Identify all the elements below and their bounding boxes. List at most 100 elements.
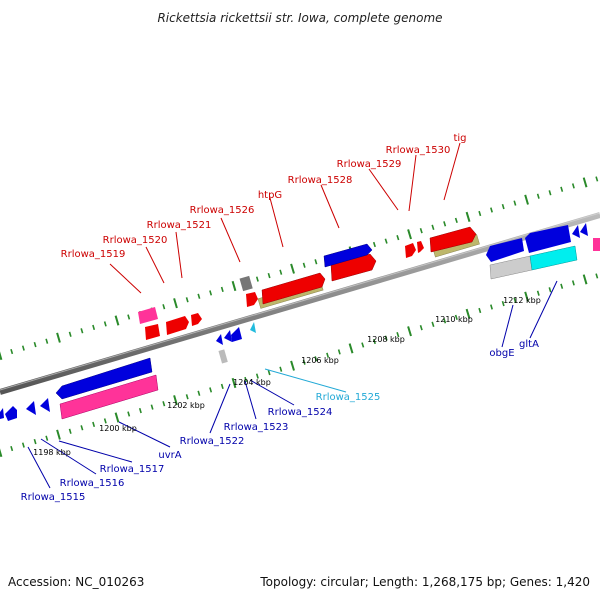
gene-label-Rrlowa_1525: Rrlowa_1525	[316, 392, 381, 403]
cds-tig	[429, 226, 477, 253]
minor-tick	[478, 210, 482, 217]
reverse-cds-lower	[0, 322, 256, 421]
minor-tick	[279, 269, 283, 275]
minor-tick	[501, 300, 505, 307]
minor-tick	[536, 290, 540, 296]
cds-blue-upper-1	[323, 243, 373, 268]
major-tick	[348, 343, 354, 354]
map-title: Rickettsia rickettsii str. Iowa, complet…	[157, 11, 442, 25]
gene-label-gltA: gltA	[519, 339, 539, 350]
gene-label-Rrlowa_1521: Rrlowa_1521	[147, 220, 212, 231]
cds-Rrlowa_1529	[405, 243, 416, 258]
major-tick	[465, 211, 471, 222]
minor-tick	[536, 193, 540, 199]
cds-Rrlowa_1522	[216, 334, 223, 345]
cds-Rrlowa_1524	[231, 327, 242, 342]
gene-label-Rrlowa_1524: Rrlowa_1524	[268, 407, 333, 418]
minor-tick	[501, 203, 505, 210]
major-tick	[0, 351, 3, 361]
minor-tick	[127, 411, 131, 417]
minor-tick	[302, 359, 306, 365]
minor-tick	[443, 318, 447, 324]
minor-tick	[80, 425, 84, 431]
minor-tick	[314, 356, 318, 362]
gene-label-Rrlowa_1522: Rrlowa_1522	[180, 436, 245, 447]
cds-Rrlowa_1523	[224, 330, 232, 342]
minor-tick	[80, 328, 84, 334]
major-tick	[465, 308, 471, 319]
minor-tick	[595, 176, 599, 182]
minor-tick	[185, 297, 189, 303]
minor-tick	[454, 314, 458, 321]
minor-tick	[45, 435, 49, 441]
scale-label-1198: 1198 kbp	[33, 448, 71, 457]
minor-tick	[548, 287, 552, 293]
minor-tick	[372, 241, 376, 248]
scale-label-1212: 1212 kbp	[503, 296, 541, 305]
minor-tick	[419, 228, 423, 234]
minor-tick	[33, 341, 37, 348]
minor-tick	[513, 200, 517, 206]
major-tick	[524, 194, 529, 205]
cds-blue-gltA-area	[525, 225, 571, 253]
minor-tick	[396, 331, 400, 338]
major-tick	[173, 395, 178, 406]
minor-tick	[162, 304, 166, 310]
minor-tick	[302, 262, 306, 268]
gene-label-uvrA: uvrA	[158, 450, 181, 461]
minor-tick	[267, 369, 271, 376]
major-tick	[407, 229, 412, 240]
cds-Rrlowa_1521	[166, 316, 189, 335]
minor-tick	[419, 325, 423, 331]
cds-Rrlowa_1526	[246, 292, 258, 307]
rna-gray-Rrlowa_1522	[218, 349, 228, 364]
minor-tick	[68, 331, 72, 337]
minor-tick	[45, 338, 49, 344]
trna-Rrlowa_1525	[250, 322, 256, 333]
gene-label-Rrlowa_1530: Rrlowa_1530	[386, 145, 451, 156]
major-tick	[582, 177, 588, 188]
accession-text: Accession: NC_010263	[8, 575, 144, 589]
major-tick	[56, 429, 61, 440]
minor-tick	[92, 324, 96, 331]
minor-tick	[513, 297, 517, 303]
scale-labels: 1198 kbp 1200 kbp 1202 kbp 1204 kbp 1206…	[33, 296, 541, 457]
minor-tick	[571, 183, 575, 189]
major-tick	[0, 448, 3, 458]
minor-tick	[220, 383, 224, 390]
minor-tick	[490, 304, 493, 310]
minor-tick	[103, 321, 107, 327]
pink-Rrlowa_1519	[138, 307, 158, 324]
gene-label-Rrlowa_1515: Rrlowa_1515	[21, 492, 86, 503]
minor-tick	[21, 345, 25, 351]
cds-blue-obgE-area	[486, 238, 524, 262]
minor-tick	[127, 314, 131, 320]
cds-Rrlowa_1520	[191, 313, 202, 326]
scale-label-1200: 1200 kbp	[99, 424, 137, 433]
minor-tick	[443, 221, 447, 227]
minor-tick	[92, 421, 96, 428]
minor-tick	[138, 407, 142, 414]
inner-tick-row	[0, 273, 599, 458]
reverse-cds-upper	[323, 223, 600, 280]
minor-tick	[384, 238, 388, 244]
minor-tick	[314, 259, 318, 265]
minor-tick	[103, 418, 107, 424]
gene-labels-bottom: Rrlowa_1515 Rrlowa_1516 Rrlowa_1517 uvrA…	[21, 339, 539, 503]
cds-htpG	[261, 272, 326, 305]
minor-tick	[490, 207, 493, 213]
leader-lines	[27, 142, 558, 489]
minor-tick	[560, 283, 564, 289]
minor-tick	[21, 442, 25, 448]
minor-tick	[560, 186, 564, 192]
major-tick	[290, 360, 295, 371]
major-tick	[290, 263, 295, 274]
minor-tick	[431, 224, 435, 230]
minor-tick	[384, 335, 388, 341]
minor-tick	[197, 293, 201, 299]
gene-label-Rrlowa_1516: Rrlowa_1516	[60, 478, 125, 489]
major-tick	[56, 332, 61, 343]
gene-label-obgE: obgE	[489, 348, 514, 359]
rna-gray-feature	[239, 275, 253, 292]
